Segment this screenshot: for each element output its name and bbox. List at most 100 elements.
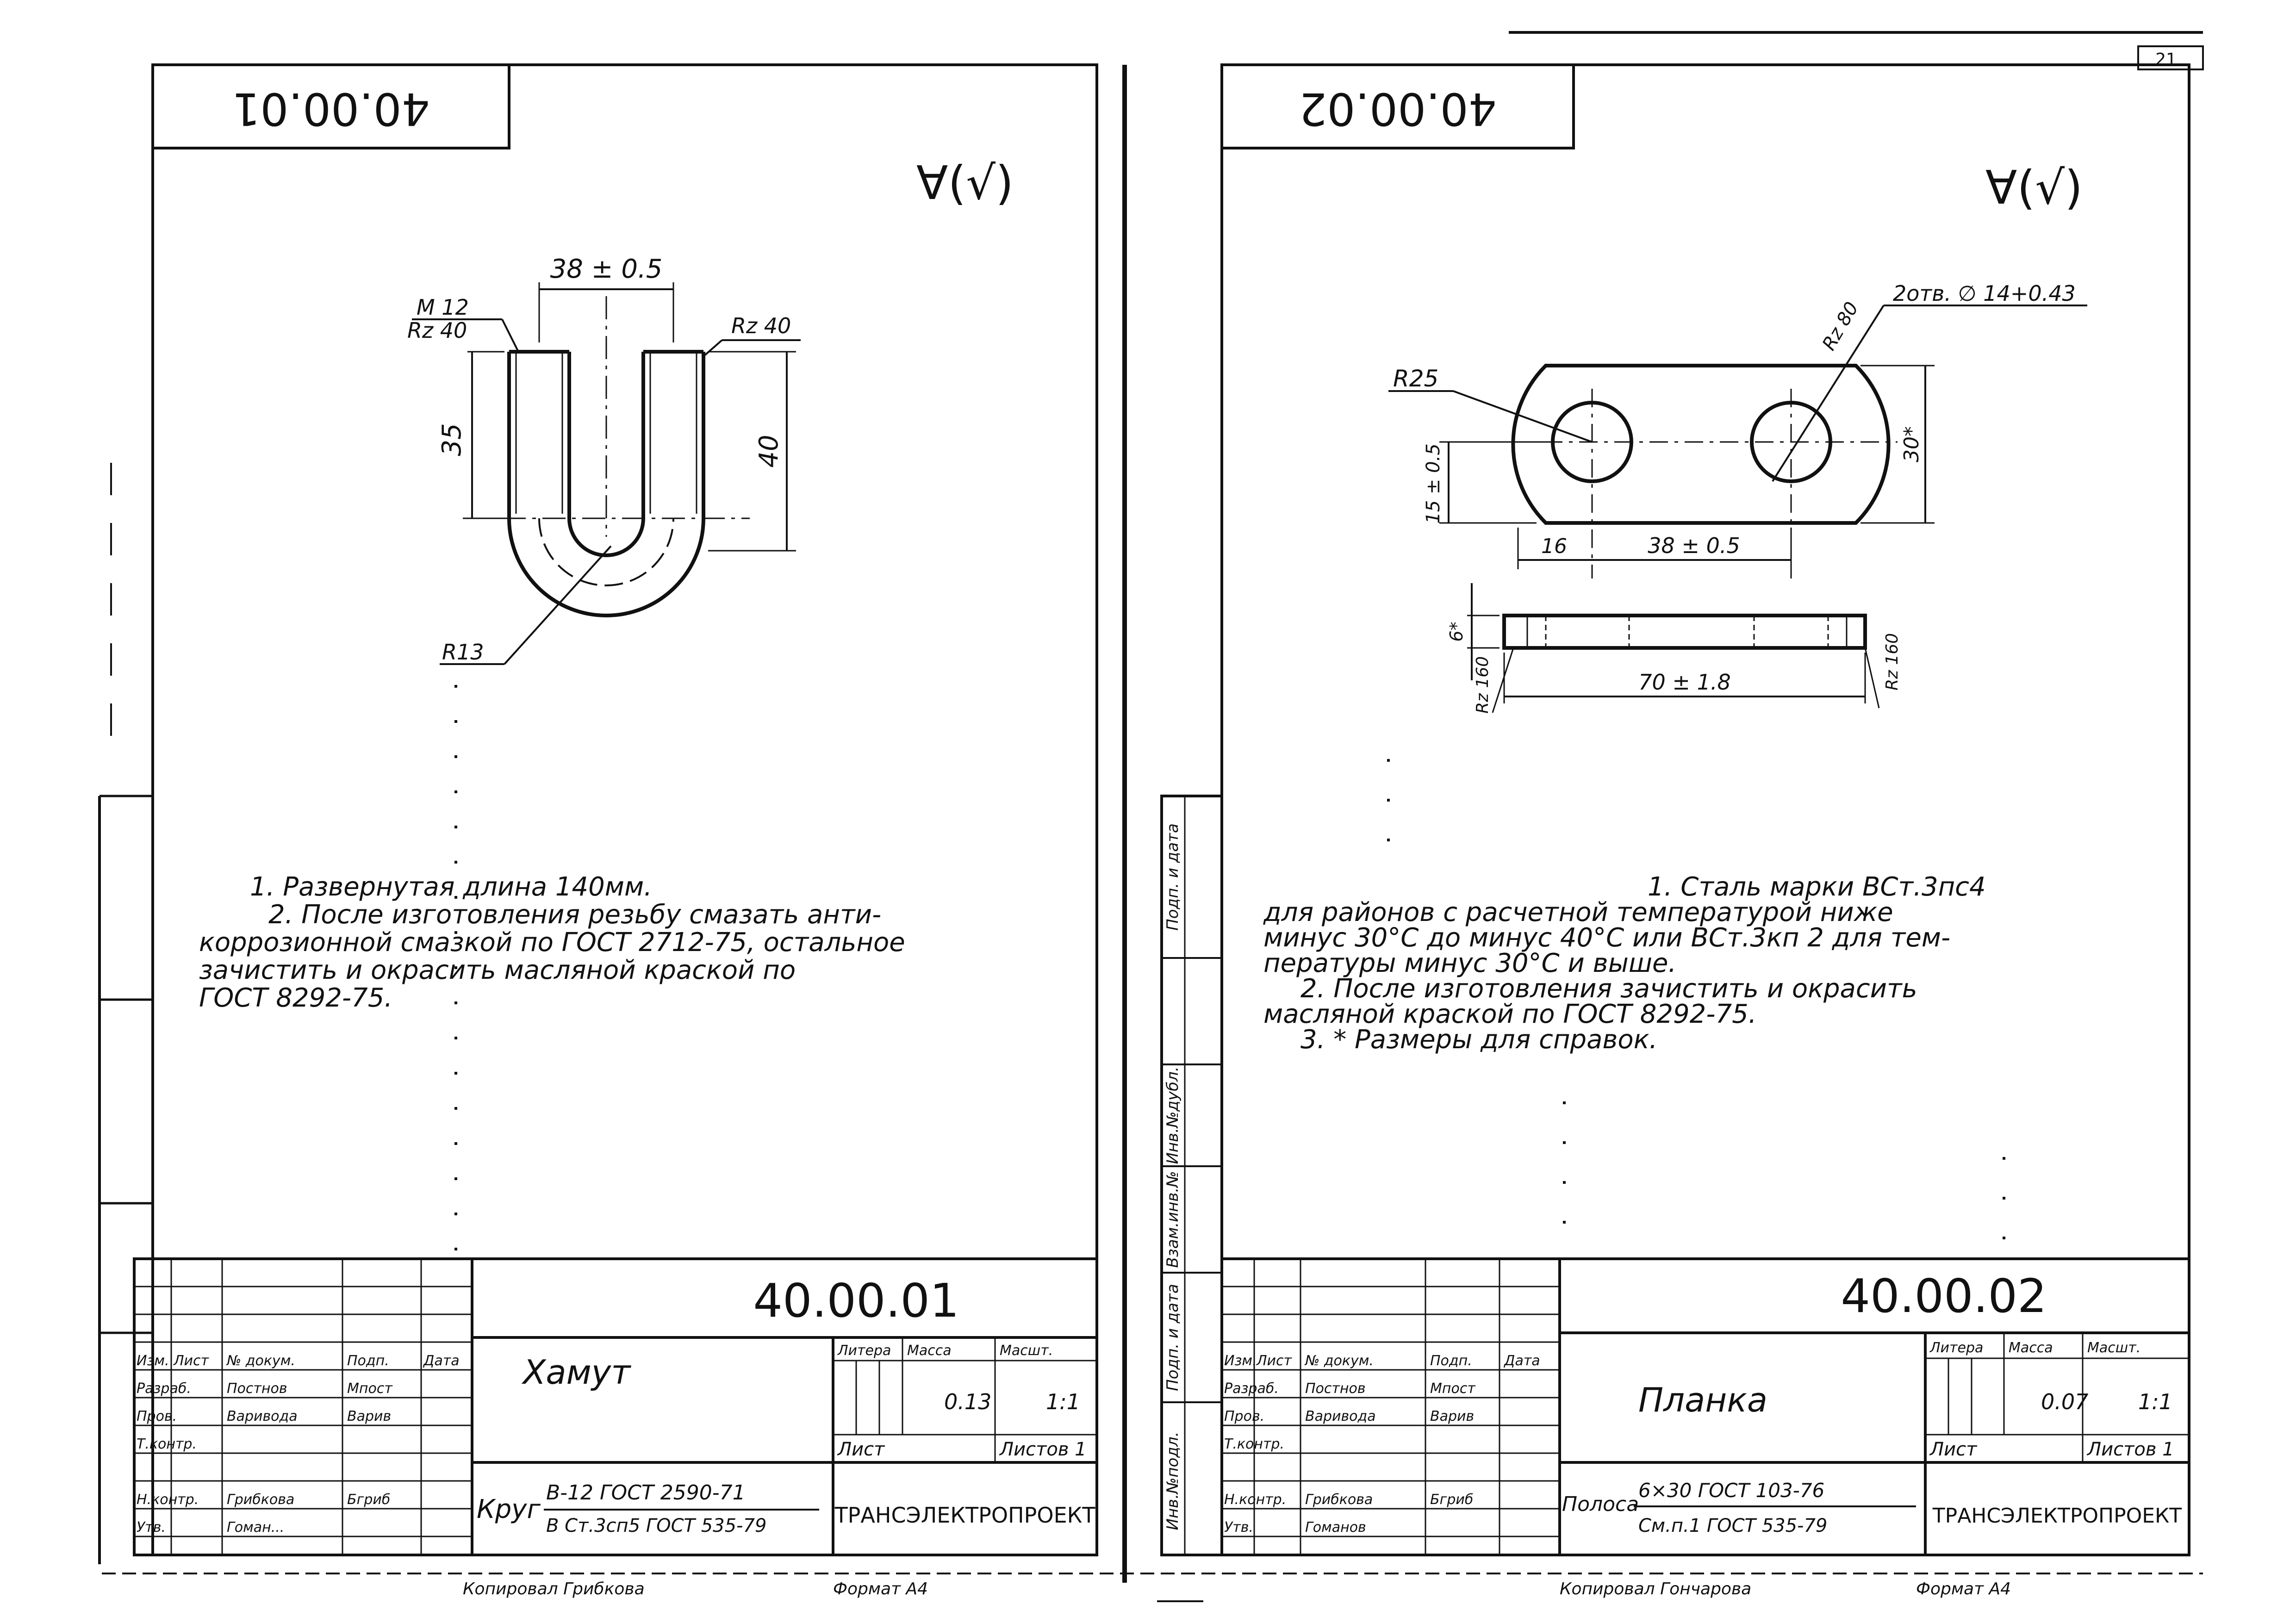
tb-header: Лист	[1256, 1353, 1293, 1369]
tb-header: Подп.	[1430, 1353, 1472, 1369]
right-material-bottom: См.п.1 ГОСТ 535-79	[1638, 1515, 1827, 1536]
left-material-bottom: В Ст.3сп5 ГОСТ 535-79	[546, 1515, 766, 1536]
side-label: Инв.№подл.	[1164, 1432, 1182, 1530]
tb-person: Постнов	[227, 1380, 287, 1397]
right-note-line: для районов с расчетной температурой ниж…	[1263, 897, 1893, 927]
dim-rz-right: Rz 40	[731, 313, 791, 338]
left-code-stamp: 40.00.01	[232, 83, 430, 135]
tb-header: Лист	[173, 1353, 210, 1369]
tb-person: Варивода	[227, 1408, 298, 1424]
left-note-line: 2. После изготовления резьбу смазать ант…	[268, 900, 881, 930]
right-scale: 1:1	[2138, 1389, 2172, 1414]
tb-header: № докум.	[226, 1353, 295, 1369]
tb-person: Варивода	[1305, 1408, 1376, 1424]
right-footer-copied: Копировал Гончарова	[1560, 1579, 1751, 1598]
dim-rz-left: Rz 160	[1473, 656, 1492, 714]
tb-role: Т.контр.	[137, 1436, 197, 1452]
right-notes: 1. Сталь марки ВСт.3пс4 для районов с ра…	[1263, 872, 1986, 1055]
left-sheet: 40.00.01 ∀(√)	[98, 63, 1098, 1598]
tb-col-label: Масса	[2009, 1340, 2053, 1356]
tb-header: Подп.	[347, 1353, 389, 1369]
dim-edge: 16	[1541, 535, 1567, 558]
left-drawing-number: 40.00.01	[753, 1274, 959, 1328]
side-label: Инв.№дубл.	[1164, 1066, 1182, 1164]
dim-offset: 15 ± 0.5	[1423, 443, 1444, 523]
tb-role: Утв.	[137, 1519, 166, 1536]
dim-rz-right: Rz 160	[1883, 633, 1902, 690]
dim-height-30: 30*	[1900, 426, 1923, 462]
dim-thread-length: 35	[437, 423, 467, 456]
dim-thread: M 12	[417, 295, 469, 320]
dim-rz-top: Rz 80	[1818, 298, 1863, 354]
tb-header: Изм.	[137, 1353, 169, 1369]
tb-person: Постнов	[1305, 1380, 1366, 1397]
right-sheet-label: Лист	[1929, 1439, 1978, 1460]
dim-length: 70 ± 1.8	[1638, 670, 1730, 695]
tb-signature: Бгриб	[1430, 1492, 1473, 1508]
tb-person: Гоман...	[227, 1519, 284, 1536]
tb-signature: Мпост	[347, 1380, 393, 1397]
right-part-name: Планка	[1638, 1380, 1767, 1419]
tb-role: Утв.	[1224, 1519, 1253, 1536]
tb-role: Т.контр.	[1224, 1436, 1284, 1452]
tb-header: Дата	[1503, 1353, 1540, 1369]
left-roughness-symbol: ∀(√)	[916, 156, 1014, 210]
left-org: ТРАНСЭЛЕКТРОПРОЕКТ	[834, 1503, 1096, 1528]
plate-drawing	[1388, 305, 2087, 713]
right-mass: 0.07	[2041, 1389, 2088, 1414]
tb-person: Грибкова	[1305, 1492, 1373, 1508]
left-footer-format: Формат А4	[833, 1579, 928, 1598]
right-note-line: 2. После изготовления зачистить и окраси…	[1300, 974, 1917, 1004]
tb-header: № докум.	[1304, 1353, 1374, 1369]
left-note-line: ГОСТ 8292-75.	[199, 983, 392, 1013]
left-material-prefix: Круг	[477, 1494, 541, 1524]
right-footer-format: Формат А4	[1916, 1579, 2011, 1598]
dim-thickness: 6*	[1446, 622, 1467, 641]
left-sheets-label: Листов 1	[999, 1439, 1087, 1460]
tb-header: Дата	[423, 1353, 460, 1369]
right-org: ТРАНСЭЛЕКТРОПРОЕКТ	[1932, 1504, 2182, 1528]
dim-width: 38 ± 0.5	[550, 254, 663, 284]
side-label: Подп. и дата	[1164, 823, 1182, 931]
tb-role: Пров.	[1224, 1408, 1264, 1424]
tb-col-label: Масшт.	[1000, 1343, 1053, 1359]
right-sheet: 21 Инв.№подл. Подп. и дата Взам.инв.№ Ин…	[1160, 45, 2204, 1598]
left-note-line: зачистить и окрасить масляной краской по	[199, 955, 796, 985]
right-roughness-symbol: ∀(√)	[1985, 161, 2083, 215]
tb-col-label: Литера	[1929, 1340, 1983, 1356]
tb-col-label: Литера	[837, 1343, 891, 1359]
u-clamp-drawing	[412, 282, 801, 665]
tb-role: Разраб.	[137, 1380, 191, 1397]
right-sheets-label: Листов 1	[2086, 1439, 2174, 1460]
left-material-top: В-12 ГОСТ 2590-71	[546, 1481, 746, 1505]
right-code-stamp: 40.00.02	[1299, 83, 1497, 135]
tb-role: Пров.	[137, 1408, 177, 1424]
left-note-line: коррозионной смазкой по ГОСТ 2712-75, ос…	[199, 927, 905, 958]
dim-radius: R13	[442, 640, 484, 665]
dim-r25: R25	[1393, 365, 1438, 392]
right-note-line: 1. Сталь марки ВСт.3пс4	[1648, 872, 1986, 902]
left-sheet-label: Лист	[837, 1439, 885, 1460]
right-material-top: 6×30 ГОСТ 103-76	[1638, 1479, 1824, 1502]
tb-person: Грибкова	[227, 1492, 294, 1508]
dim-span: 38 ± 0.5	[1648, 533, 1740, 558]
right-title-block: 40.00.02 Планка Изм. Лист № докум. Подп.…	[1220, 1257, 2190, 1598]
tb-person: Гоманов	[1305, 1519, 1366, 1536]
side-label: Взам.инв.№	[1164, 1171, 1182, 1268]
right-note-line: минус 30°С до минус 40°С или ВСт.3кп 2 д…	[1263, 923, 1950, 953]
dim-rz-left: Rz 40	[407, 318, 467, 343]
right-corner-tag: 21	[2155, 50, 2177, 69]
left-mass: 0.13	[944, 1389, 991, 1414]
left-title-block: 40.00.01 Хамут Изм. Лист № докум. Подп. …	[133, 1257, 1098, 1598]
right-drawing-number: 40.00.02	[1841, 1269, 2047, 1323]
left-footer-copied: Копировал Грибкова	[463, 1579, 645, 1598]
tb-col-label: Масса	[907, 1343, 952, 1359]
right-note-line: пературы минус 30°С и выше.	[1263, 948, 1676, 978]
tb-col-label: Масшт.	[2087, 1340, 2140, 1356]
tb-header: Изм.	[1224, 1353, 1257, 1369]
left-part-name: Хамут	[521, 1353, 631, 1392]
left-notes: 1. Развернутая длина 140мм. 2. После изг…	[199, 872, 905, 1013]
right-note-line: масляной краской по ГОСТ 8292-75.	[1263, 999, 1757, 1029]
